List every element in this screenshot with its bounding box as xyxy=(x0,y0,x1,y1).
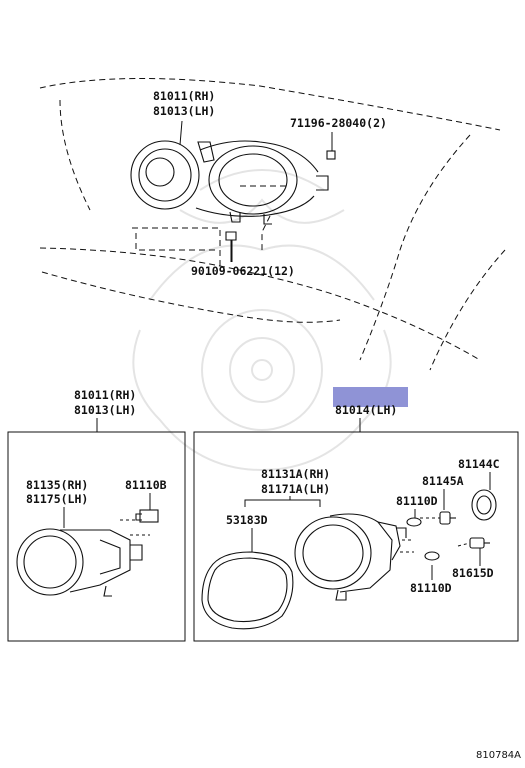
label-headlamp-lh[interactable]: 81013(LH) xyxy=(153,104,215,118)
gasket-drawing xyxy=(201,551,294,630)
fog-lamp-unit-drawing xyxy=(16,509,159,597)
label-headlamp-rh[interactable]: 81011(RH) xyxy=(153,89,215,103)
label-bulb-top[interactable]: 81110D xyxy=(396,494,438,508)
label-socket[interactable]: 81145A xyxy=(422,474,464,488)
label-gasket[interactable]: 53183D xyxy=(226,513,268,527)
label-screw[interactable]: 90109-06221(12) xyxy=(191,264,295,278)
label-left-header-rh[interactable]: 81011(RH) xyxy=(74,388,136,402)
cover-drawing xyxy=(471,489,497,521)
label-cover[interactable]: 81144C xyxy=(458,457,500,471)
vehicle-body-outline xyxy=(39,77,506,371)
diagram-code: 810784A xyxy=(476,750,521,761)
label-right-unit-lh[interactable]: 81171A(LH) xyxy=(261,482,330,496)
label-left-bulb[interactable]: 81110B xyxy=(125,478,167,492)
bulb-drawing xyxy=(406,517,440,561)
header-highlight xyxy=(333,387,408,407)
label-left-header-lh[interactable]: 81013(LH) xyxy=(74,403,136,417)
socket-b-drawing xyxy=(457,537,490,549)
left-parts-box xyxy=(7,431,186,642)
label-bulb-bottom[interactable]: 81110D xyxy=(410,581,452,595)
label-left-unit-lh[interactable]: 81175(LH) xyxy=(26,492,88,506)
right-parts-box xyxy=(193,431,519,642)
label-clip[interactable]: 71196-28040(2) xyxy=(290,116,387,130)
label-left-unit-rh[interactable]: 81135(RH) xyxy=(26,478,88,492)
label-right-unit-rh[interactable]: 81131A(RH) xyxy=(261,467,330,481)
socket-drawing xyxy=(439,511,456,525)
label-socket-b[interactable]: 81615D xyxy=(452,566,494,580)
watermark-emblem xyxy=(132,169,392,472)
headlamp-assembly-drawing xyxy=(130,140,336,262)
leader-right-unit-bracket xyxy=(244,499,321,507)
label-right-header[interactable]: 81014(LH) xyxy=(335,403,397,417)
leader-headlamp xyxy=(179,120,183,146)
headlamp-unit-drawing xyxy=(294,513,440,601)
